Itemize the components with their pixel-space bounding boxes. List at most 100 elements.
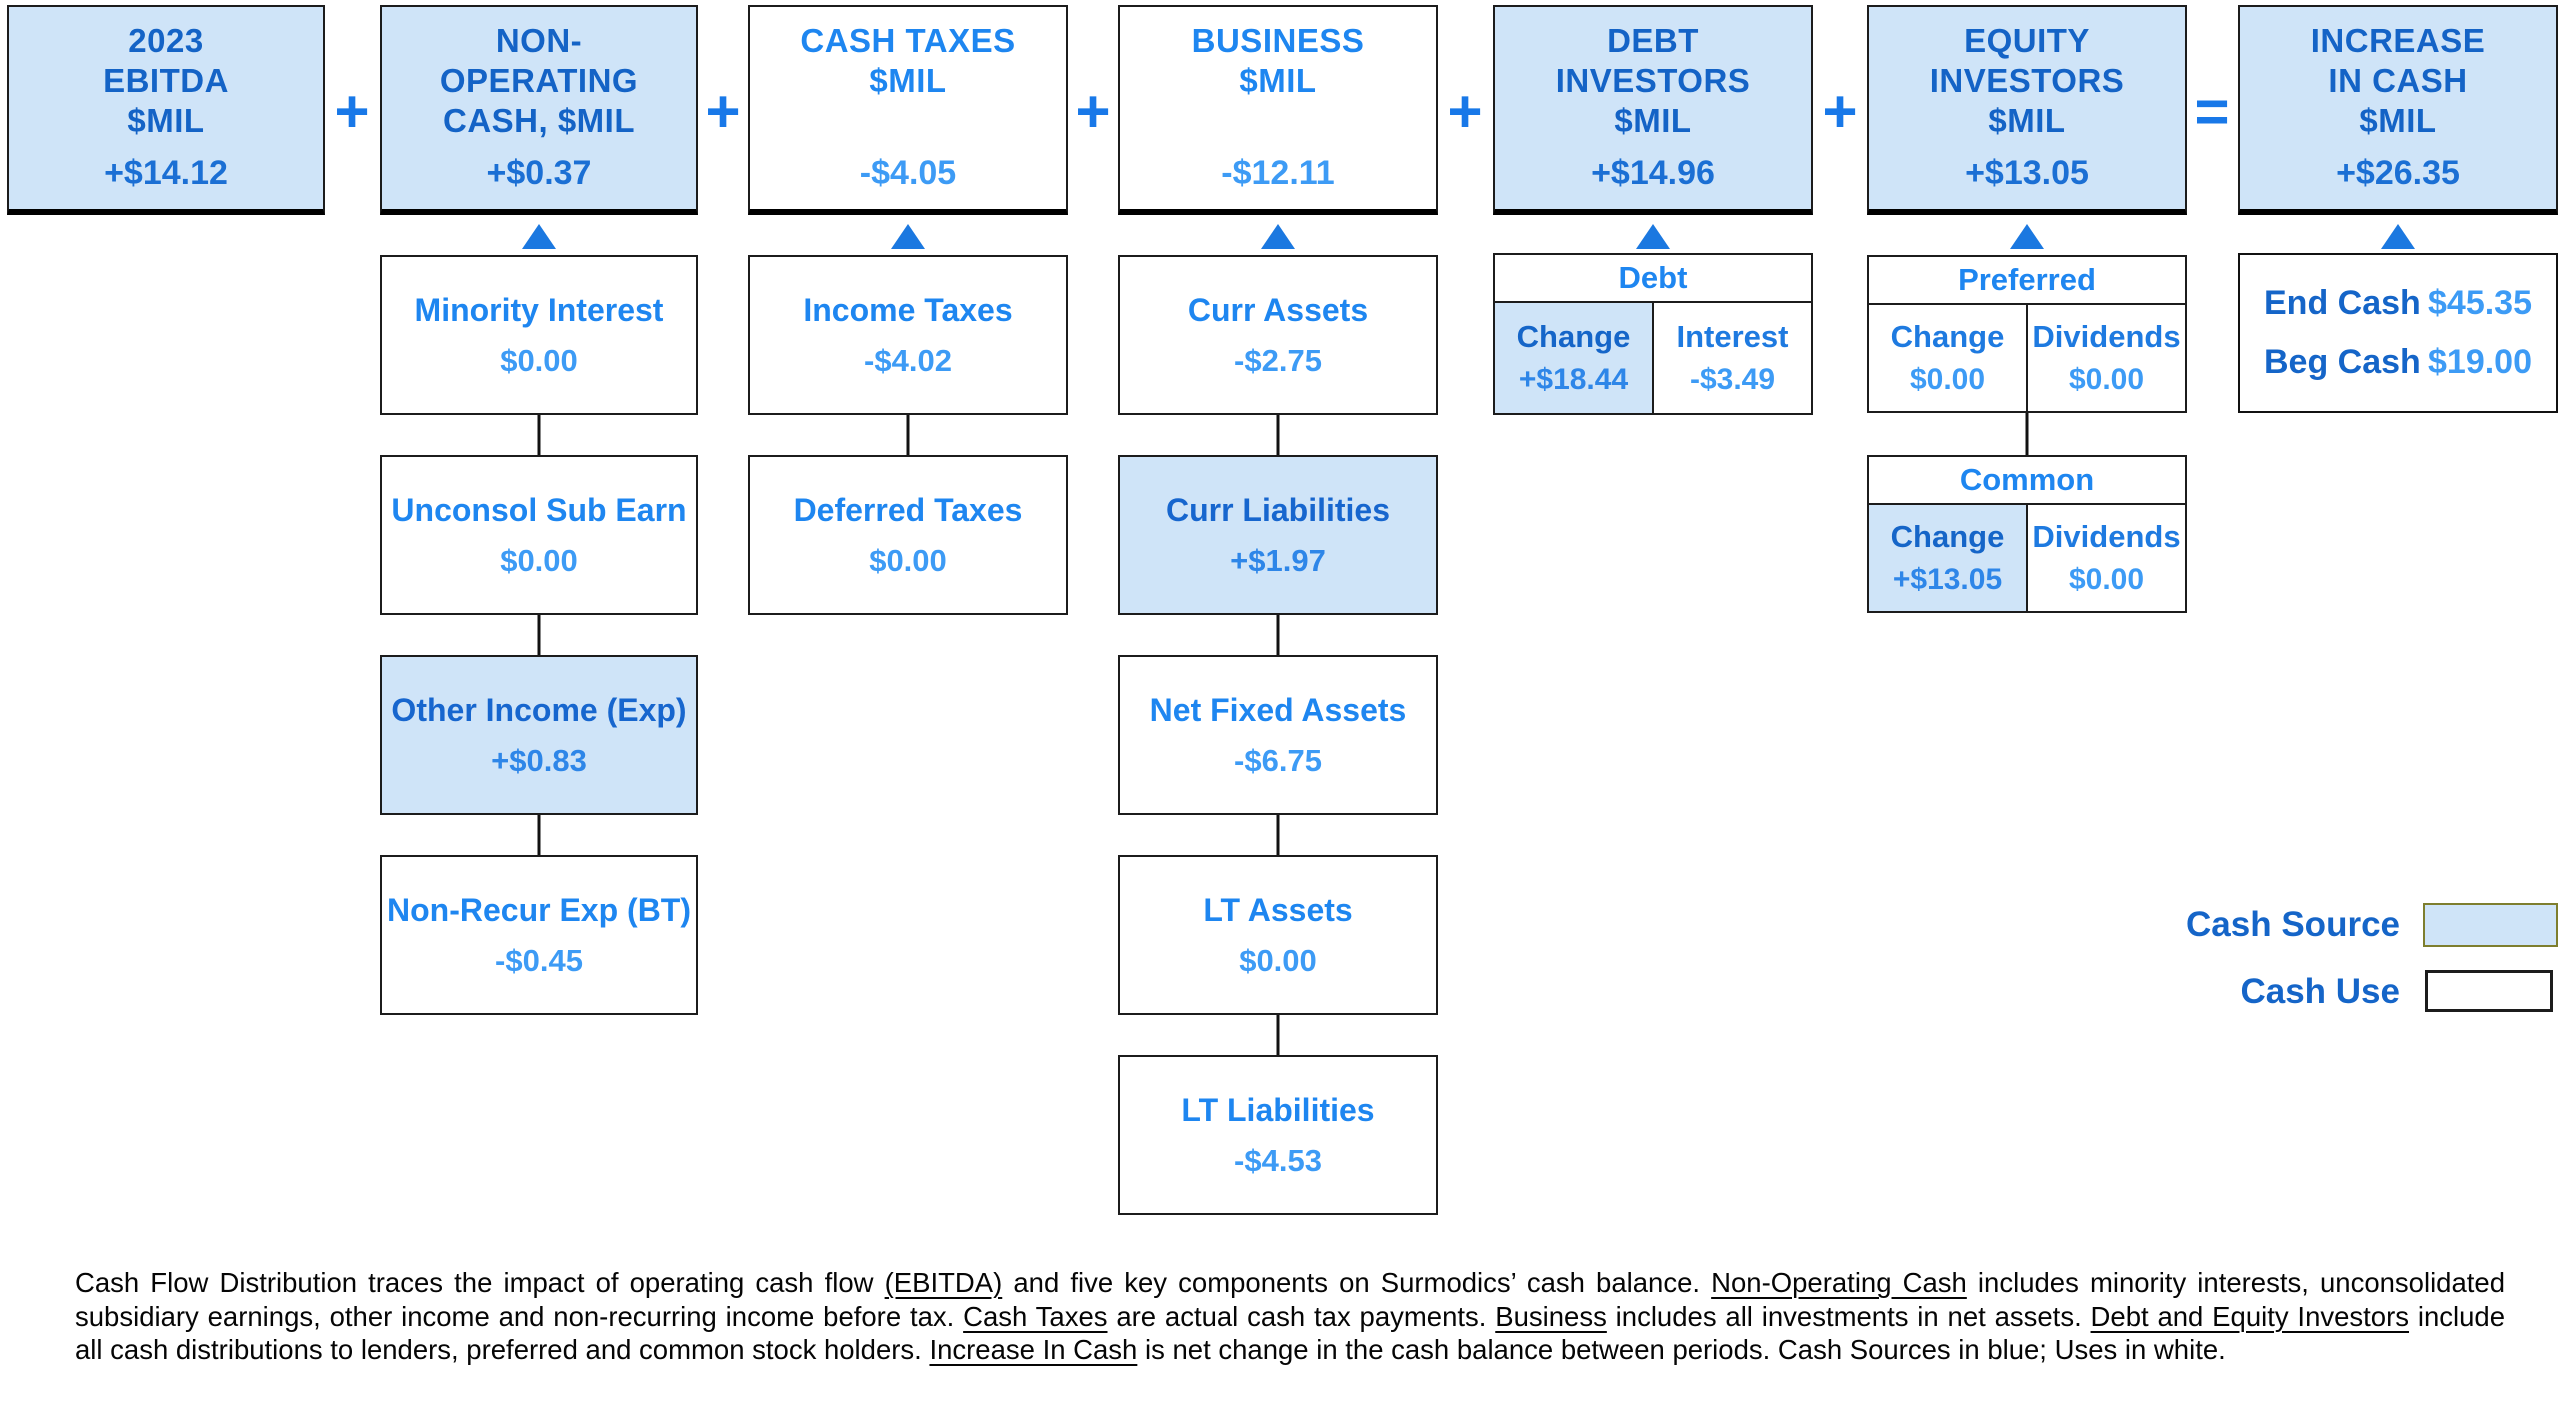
item-box-curr-assets: Curr Assets -$2.75: [1118, 255, 1438, 415]
header-box-business: BUSINESS $MIL -$12.11: [1118, 5, 1438, 215]
item-title: Deferred Taxes: [793, 491, 1023, 528]
header-box-cash-taxes: CASH TAXES $MIL -$4.05: [748, 5, 1068, 215]
header-value: -$12.11: [1221, 154, 1335, 192]
connector-line: [2025, 413, 2029, 455]
cell-label: Change: [1890, 319, 2005, 354]
cell-label: Change: [1516, 319, 1631, 354]
preferred-table: Preferred Change $0.00 Dividends $0.00: [1867, 255, 2187, 413]
arrow-up-icon: [2381, 224, 2415, 249]
end-cash-value: $45.35: [2428, 284, 2532, 322]
item-title: LT Assets: [1203, 891, 1353, 928]
item-box-lt-assets: LT Assets $0.00: [1118, 855, 1438, 1015]
preferred-table-title: Preferred: [1869, 257, 2185, 305]
cell-value: $0.00: [1909, 363, 1986, 396]
common-change-cell: Change +$13.05: [1869, 505, 2026, 611]
item-title: LT Liabilities: [1181, 1091, 1375, 1128]
arrow-up-icon: [522, 224, 556, 249]
cell-label: Interest: [1676, 319, 1789, 354]
beg-cash-row: Beg Cash $19.00: [2264, 343, 2532, 382]
item-box-curr-liabilities: Curr Liabilities +$1.97: [1118, 455, 1438, 615]
cell-label: Dividends: [2032, 319, 2181, 354]
cash-summary-box: End Cash $45.35 Beg Cash $19.00: [2238, 253, 2558, 413]
connector-line: [1276, 1015, 1280, 1055]
plus-operator: +: [705, 78, 741, 145]
header-box-equity-investors: EQUITY INVESTORS $MIL +$13.05: [1867, 5, 2187, 215]
footnote: Cash Flow Distribution traces the impact…: [75, 1267, 2505, 1365]
item-title: Unconsol Sub Earn: [391, 491, 687, 528]
item-title: Curr Assets: [1187, 291, 1369, 328]
item-value: -$4.53: [1234, 1142, 1322, 1178]
item-title: Curr Liabilities: [1165, 491, 1391, 528]
item-value: $0.00: [500, 342, 578, 378]
connector-line: [1276, 615, 1280, 655]
item-value: -$0.45: [495, 942, 583, 978]
item-title: Other Income (Exp): [391, 691, 687, 728]
item-box-lt-liabilities: LT Liabilities -$4.53: [1118, 1055, 1438, 1215]
debt-change-cell: Change +$18.44: [1495, 303, 1652, 413]
cell-value: $0.00: [2068, 363, 2145, 396]
debt-interest-cell: Interest -$3.49: [1652, 303, 1811, 413]
common-dividends-cell: Dividends $0.00: [2026, 505, 2185, 611]
arrow-up-icon: [2010, 224, 2044, 249]
item-value: +$1.97: [1230, 542, 1326, 578]
header-value: +$14.12: [104, 154, 228, 192]
header-title: DEBT INVESTORS $MIL: [1555, 22, 1751, 139]
item-value: -$6.75: [1234, 742, 1322, 778]
header-title: BUSINESS $MIL: [1191, 22, 1365, 99]
item-value: $0.00: [500, 542, 578, 578]
item-value: -$2.75: [1234, 342, 1322, 378]
connector-line: [1276, 815, 1280, 855]
connector-line: [537, 815, 541, 855]
beg-cash-label: Beg Cash: [2264, 343, 2421, 381]
item-title: Income Taxes: [803, 291, 1013, 328]
beg-cash-value: $19.00: [2428, 343, 2532, 381]
item-value: -$4.02: [864, 342, 952, 378]
item-title: Net Fixed Assets: [1149, 691, 1407, 728]
common-table-title: Common: [1869, 457, 2185, 505]
plus-operator: +: [1075, 78, 1111, 145]
item-box-income-taxes: Income Taxes -$4.02: [748, 255, 1068, 415]
plus-operator: +: [1822, 78, 1858, 145]
arrow-up-icon: [891, 224, 925, 249]
item-value: $0.00: [869, 542, 947, 578]
legend-label-cash-use: Cash Use: [2240, 972, 2400, 1011]
header-box-increase-in-cash: INCREASE IN CASH $MIL +$26.35: [2238, 5, 2558, 215]
item-box-minority-interest: Minority Interest $0.00: [380, 255, 698, 415]
legend-label-cash-source: Cash Source: [2186, 905, 2400, 944]
cell-value: +$18.44: [1518, 363, 1629, 396]
item-title: Non-Recur Exp (BT): [387, 891, 691, 928]
header-value: +$0.37: [486, 154, 592, 192]
header-title: EQUITY INVESTORS $MIL: [1929, 22, 2125, 139]
debt-table-title: Debt: [1495, 255, 1811, 303]
item-box-non-recur-exp: Non-Recur Exp (BT) -$0.45: [380, 855, 698, 1015]
header-box-ebitda: 2023 EBITDA $MIL +$14.12: [7, 5, 325, 215]
cell-label: Change: [1890, 519, 2005, 554]
equals-operator: =: [2194, 78, 2230, 145]
item-value: +$0.83: [491, 742, 587, 778]
legend-swatch-cash-source: [2423, 903, 2558, 947]
plus-operator: +: [334, 78, 370, 145]
arrow-up-icon: [1261, 224, 1295, 249]
item-box-other-income: Other Income (Exp) +$0.83: [380, 655, 698, 815]
item-title: Minority Interest: [414, 291, 664, 328]
header-title: CASH TAXES $MIL: [800, 22, 1016, 99]
connector-line: [537, 615, 541, 655]
item-box-net-fixed-assets: Net Fixed Assets -$6.75: [1118, 655, 1438, 815]
preferred-change-cell: Change $0.00: [1869, 305, 2026, 411]
preferred-dividends-cell: Dividends $0.00: [2026, 305, 2185, 411]
cell-value: -$3.49: [1689, 363, 1776, 396]
connector-line: [537, 415, 541, 455]
header-value: -$4.05: [859, 154, 957, 192]
header-title: INCREASE IN CASH $MIL: [2310, 22, 2486, 139]
plus-operator: +: [1447, 78, 1483, 145]
cell-value: $0.00: [2068, 563, 2145, 596]
cell-value: +$13.05: [1892, 563, 2003, 596]
header-title: 2023 EBITDA $MIL: [103, 22, 229, 139]
header-value: +$13.05: [1965, 154, 2089, 192]
cell-label: Dividends: [2032, 519, 2181, 554]
end-cash-row: End Cash $45.35: [2264, 284, 2532, 323]
header-box-non-operating-cash: NON- OPERATING CASH, $MIL +$0.37: [380, 5, 698, 215]
item-box-deferred-taxes: Deferred Taxes $0.00: [748, 455, 1068, 615]
common-table: Common Change +$13.05 Dividends $0.00: [1867, 455, 2187, 613]
header-title: NON- OPERATING CASH, $MIL: [439, 22, 639, 139]
